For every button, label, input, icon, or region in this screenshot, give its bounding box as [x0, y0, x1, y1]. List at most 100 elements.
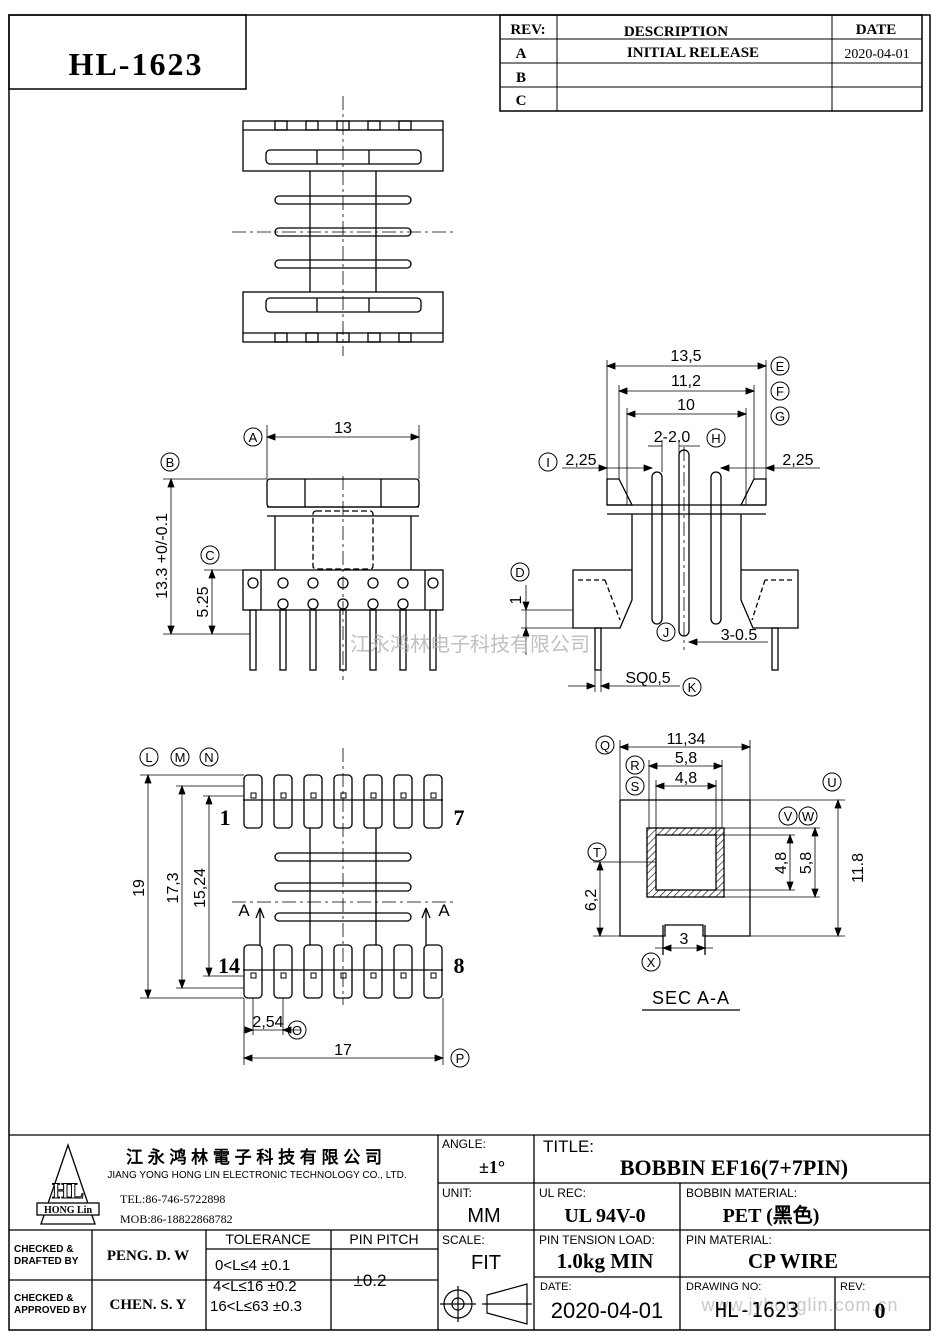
side-mid-dim: 11,2: [671, 373, 701, 390]
title-block: [9, 1134, 930, 1330]
side-view-dimensions: [521, 360, 820, 692]
scale-label: SCALE:: [442, 1233, 485, 1247]
callout-v: V: [778, 806, 798, 826]
callout-f: F: [770, 381, 790, 401]
ul-rec-label: UL REC:: [539, 1186, 586, 1200]
callout-n: N: [199, 747, 219, 767]
pin-material-value: CP WIRE: [748, 1249, 838, 1273]
svg-text:X: X: [647, 955, 656, 970]
side-right-wall-dim: 2,25: [782, 452, 813, 469]
date-value: 2020-04-01: [551, 1298, 664, 1323]
tolerance-row-3: 16<L≤63 ±0.3: [210, 1298, 302, 1315]
front-view-dimensions: [163, 425, 421, 636]
pin-number-8: 8: [454, 953, 465, 978]
sec-outer-dim: 11,34: [667, 731, 706, 748]
pin-pitch-label: PIN PITCH: [349, 1231, 418, 1247]
pin-number-14: 14: [218, 953, 240, 978]
company-tel: TEL:86-746-5722898: [120, 1192, 225, 1206]
checked-drafted-label-1: CHECKED &: [14, 1244, 73, 1255]
callout-t: T: [587, 842, 607, 862]
callouts: A B C D E F G H I J K L M N O P Q R S T …: [139, 356, 842, 1068]
pin-number-7: 7: [454, 805, 465, 830]
drawing-no-value: HL-1623: [715, 1298, 799, 1322]
drawing-no-label: DRAWING NO:: [686, 1281, 761, 1293]
svg-text:I: I: [546, 455, 550, 470]
front-pin-row-dim: 5.25: [195, 586, 212, 617]
tolerance-label: TOLERANCE: [225, 1231, 310, 1247]
bottom-view: [232, 748, 455, 1005]
bottom-height-dim: 19: [131, 879, 148, 897]
rev-a-date: 2020-04-01: [844, 47, 909, 62]
side-step-dim: 1: [508, 595, 525, 604]
rev-a-description: INITIAL RELEASE: [627, 45, 759, 61]
svg-text:Q: Q: [600, 738, 610, 753]
company-name-en: JIANG YONG HONG LIN ELECTRONIC TECHNOLOG…: [107, 1170, 406, 1181]
company-mob: MOB:86-18822868782: [120, 1212, 233, 1226]
svg-text:V: V: [784, 809, 793, 824]
section-view: [619, 799, 751, 955]
callout-l: L: [139, 747, 159, 767]
ul-rec-value: UL 94V-0: [564, 1205, 645, 1227]
revision-table: REV: DESCRIPTION DATE A INITIAL RELEASE …: [499, 14, 923, 112]
rev-label: REV:: [840, 1281, 865, 1293]
sec-mid-dim: 5,8: [675, 750, 697, 767]
watermark-url: www.jyhonglin.com.cn: [700, 1295, 898, 1315]
bottom-mid-dim: 17,3: [165, 872, 182, 903]
callout-q: Q: [595, 735, 615, 755]
svg-text:F: F: [776, 384, 784, 399]
company-logo-name: HONG Lin: [44, 1205, 93, 1216]
bottom-view-dimensions: [140, 773, 445, 1065]
side-slot-dim: 2-2.0: [654, 429, 691, 446]
svg-text:L: L: [145, 750, 152, 765]
projection-symbol: [440, 1283, 532, 1325]
callout-j: J: [656, 622, 676, 642]
part-label-box: HL-1623: [8, 14, 247, 90]
rev-b: B: [516, 70, 526, 86]
checked-drafted-label-2: DRAFTED BY: [14, 1256, 79, 1267]
callout-h: H: [706, 428, 726, 448]
svg-text:K: K: [688, 680, 697, 695]
top-view: [232, 96, 455, 356]
svg-text:D: D: [515, 565, 524, 580]
side-view: [572, 447, 799, 671]
company-logo: HL: [52, 1178, 84, 1203]
date-header: DATE: [856, 22, 897, 38]
svg-text:W: W: [802, 809, 815, 824]
svg-text:B: B: [166, 455, 175, 470]
rev-c: C: [516, 93, 527, 109]
bottom-inner-dim: 15,24: [192, 868, 209, 908]
sec-slot-dim: 3: [680, 931, 689, 948]
bobbin-material-label: BOBBIN MATERIAL:: [686, 1186, 797, 1200]
callout-g: G: [770, 406, 790, 426]
callout-m: M: [170, 747, 190, 767]
date-label: DATE:: [540, 1281, 572, 1293]
front-view: [242, 476, 444, 680]
svg-text:E: E: [776, 359, 785, 374]
side-left-wall-dim: 2,25: [565, 452, 596, 469]
svg-text:S: S: [631, 779, 640, 794]
section-arrow-right: A: [438, 901, 450, 920]
callout-d: D: [510, 562, 530, 582]
bottom-pitch-dim: 2,54: [252, 1014, 283, 1031]
callout-e: E: [770, 356, 790, 376]
description-header: DESCRIPTION: [624, 24, 728, 40]
angle-value: ±1°: [479, 1157, 505, 1177]
callout-s: S: [625, 776, 645, 796]
svg-text:C: C: [205, 548, 214, 563]
side-overall-dim: 13,5: [670, 348, 701, 365]
pin-tension-label: PIN TENSION LOAD:: [539, 1233, 655, 1247]
bottom-width-dim: 17: [334, 1042, 352, 1059]
svg-text:T: T: [593, 845, 601, 860]
svg-text:O: O: [292, 1023, 302, 1038]
sec-step-dim: 6,2: [583, 889, 600, 911]
approved-by: CHEN. S. Y: [110, 1297, 187, 1313]
rev-a: A: [516, 46, 527, 62]
sec-h-inner-dim: 4,8: [773, 852, 790, 874]
drafted-by: PENG. D. W: [107, 1248, 189, 1264]
pin-tension-value: 1.0kg MIN: [557, 1249, 654, 1273]
rev-value: 0: [875, 1298, 886, 1323]
pin-number-1: 1: [220, 805, 231, 830]
front-width-dim: 13: [334, 420, 352, 437]
svg-text:N: N: [204, 750, 213, 765]
